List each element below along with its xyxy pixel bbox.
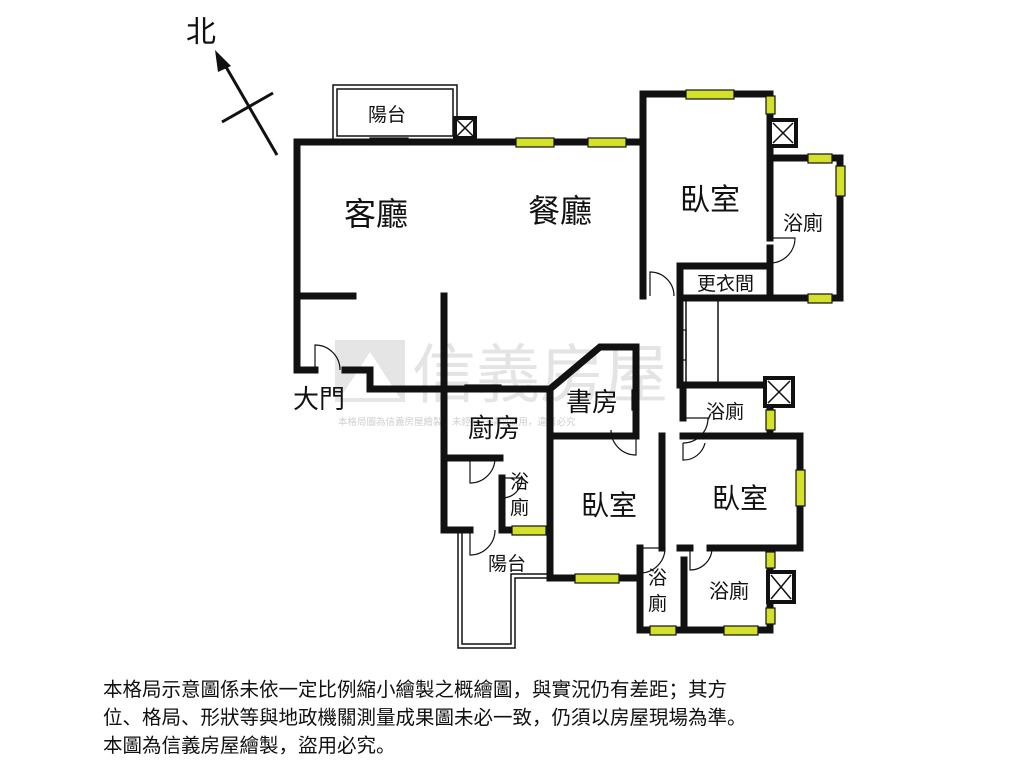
shaft-1-icon bbox=[453, 116, 477, 140]
label-bath-middle: 浴廁 bbox=[706, 400, 744, 423]
shafts bbox=[453, 116, 798, 604]
label-bath-center-stacked: 浴廁 bbox=[648, 567, 667, 615]
label-master-bedroom: 臥室 bbox=[680, 183, 740, 218]
stacked-char: 浴 bbox=[648, 567, 667, 589]
label-balcony-south: 陽台 bbox=[488, 553, 526, 575]
watermark-brand: 信義房屋 bbox=[412, 339, 668, 413]
windows bbox=[511, 89, 846, 636]
room-labels: 客廳 餐廳 臥室 浴廁 更衣間 陽台 陽台 大門 廚房 書房 浴廁 陽台 臥室 … bbox=[293, 104, 823, 615]
disclaimer-line-1: 本格局示意圖係未依一定比例縮小繪製之概繪圖，與實況仍有差距；其方 bbox=[103, 678, 728, 701]
label-living-room: 客廳 bbox=[344, 195, 408, 233]
shaft-2-icon bbox=[768, 118, 798, 148]
label-dining-room: 餐廳 bbox=[528, 192, 592, 230]
compass-cross-bar bbox=[221, 91, 274, 124]
balcony-outlines bbox=[332, 84, 719, 649]
label-entrance: 大門 bbox=[293, 385, 345, 415]
label-bath-kitchen-stacked: 浴廁 bbox=[510, 471, 529, 519]
shaft-4-icon bbox=[766, 570, 796, 604]
watermark-notice: 本格局圖為信義房屋繪製，未經允許請勿盜用，違者必究 bbox=[338, 416, 576, 428]
label-study: 書房 bbox=[566, 388, 618, 418]
stacked-char: 廁 bbox=[510, 496, 529, 519]
compass-north-label: 北 bbox=[186, 15, 216, 50]
label-bedroom-center: 臥室 bbox=[581, 489, 637, 522]
label-bedroom-east: 臥室 bbox=[712, 482, 768, 515]
shaft-3-icon bbox=[763, 376, 795, 408]
stacked-char: 浴 bbox=[510, 471, 529, 493]
doors bbox=[314, 137, 796, 574]
label-bath-east: 浴廁 bbox=[709, 579, 749, 603]
label-balcony-north: 陽台 bbox=[368, 104, 406, 126]
disclaimer: 本格局示意圖係未依一定比例縮小繪製之概繪圖，與實況仍有差距；其方 位、格局、形狀… bbox=[103, 676, 963, 760]
label-master-bath: 浴廁 bbox=[783, 211, 823, 235]
north-arrow-icon bbox=[215, 50, 231, 72]
disclaimer-line-3: 本圖為信義房屋繪製，盜用必究。 bbox=[103, 734, 396, 757]
stacked-char: 廁 bbox=[648, 592, 667, 615]
label-kitchen: 廚房 bbox=[468, 414, 520, 444]
disclaimer-line-2: 位、格局、形狀等與地政機關測量成果圖未必一致，仍須以房屋現場為準。 bbox=[103, 706, 747, 729]
watermark: 信義房屋 本格局圖為信義房屋繪製，未經允許請勿盜用，違者必究 bbox=[335, 339, 668, 428]
compass: 北 bbox=[186, 15, 279, 156]
label-walk-in-closet: 更衣間 bbox=[697, 273, 754, 295]
